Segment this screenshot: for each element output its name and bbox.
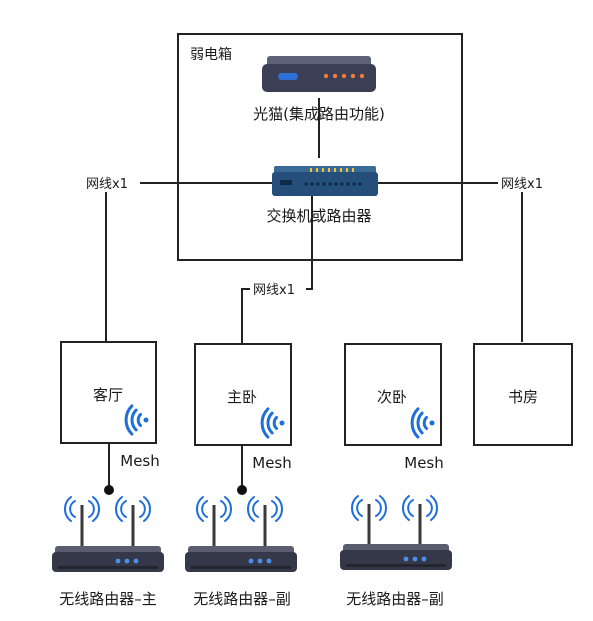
wireless-router-icon — [185, 496, 297, 572]
modem-label: 光猫(集成路由功能) — [253, 105, 385, 123]
mesh-label-second: Mesh — [404, 454, 444, 472]
room-box-study — [473, 343, 573, 446]
room-label-study: 书房 — [508, 388, 538, 406]
left-cable — [105, 182, 272, 342]
room-label-master: 主卧 — [227, 388, 257, 406]
wifi-signal-icon — [410, 407, 435, 439]
living-cable-node — [104, 485, 114, 495]
mesh-label-living: Mesh — [120, 452, 160, 470]
wifi-signal-icon — [124, 404, 149, 436]
cabinet-label: 弱电箱 — [190, 47, 232, 63]
master-cable-node — [237, 485, 247, 495]
modem-icon — [262, 56, 376, 92]
router-label-secondary-1: 无线路由器–副 — [193, 590, 291, 608]
switch-label: 交换机或路由器 — [266, 207, 371, 225]
right-cable-label: 网线x1 — [501, 177, 543, 192]
room-label-second: 次卧 — [377, 388, 407, 406]
switch-icon — [272, 166, 378, 196]
router-label-secondary-2: 无线路由器–副 — [346, 590, 444, 608]
right-cable — [378, 182, 523, 342]
left-cable-label: 网线x1 — [86, 177, 128, 192]
wireless-router-icon — [52, 496, 164, 572]
network-cables — [105, 98, 523, 490]
router-label-primary: 无线路由器–主 — [59, 590, 157, 608]
room-label-living: 客厅 — [93, 386, 123, 404]
middle-cable-label: 网线x1 — [253, 283, 295, 298]
cabinet-box — [177, 33, 463, 261]
wireless-router-icon — [340, 495, 452, 570]
mesh-label-master: Mesh — [252, 454, 292, 472]
wifi-signal-icon — [260, 407, 285, 439]
